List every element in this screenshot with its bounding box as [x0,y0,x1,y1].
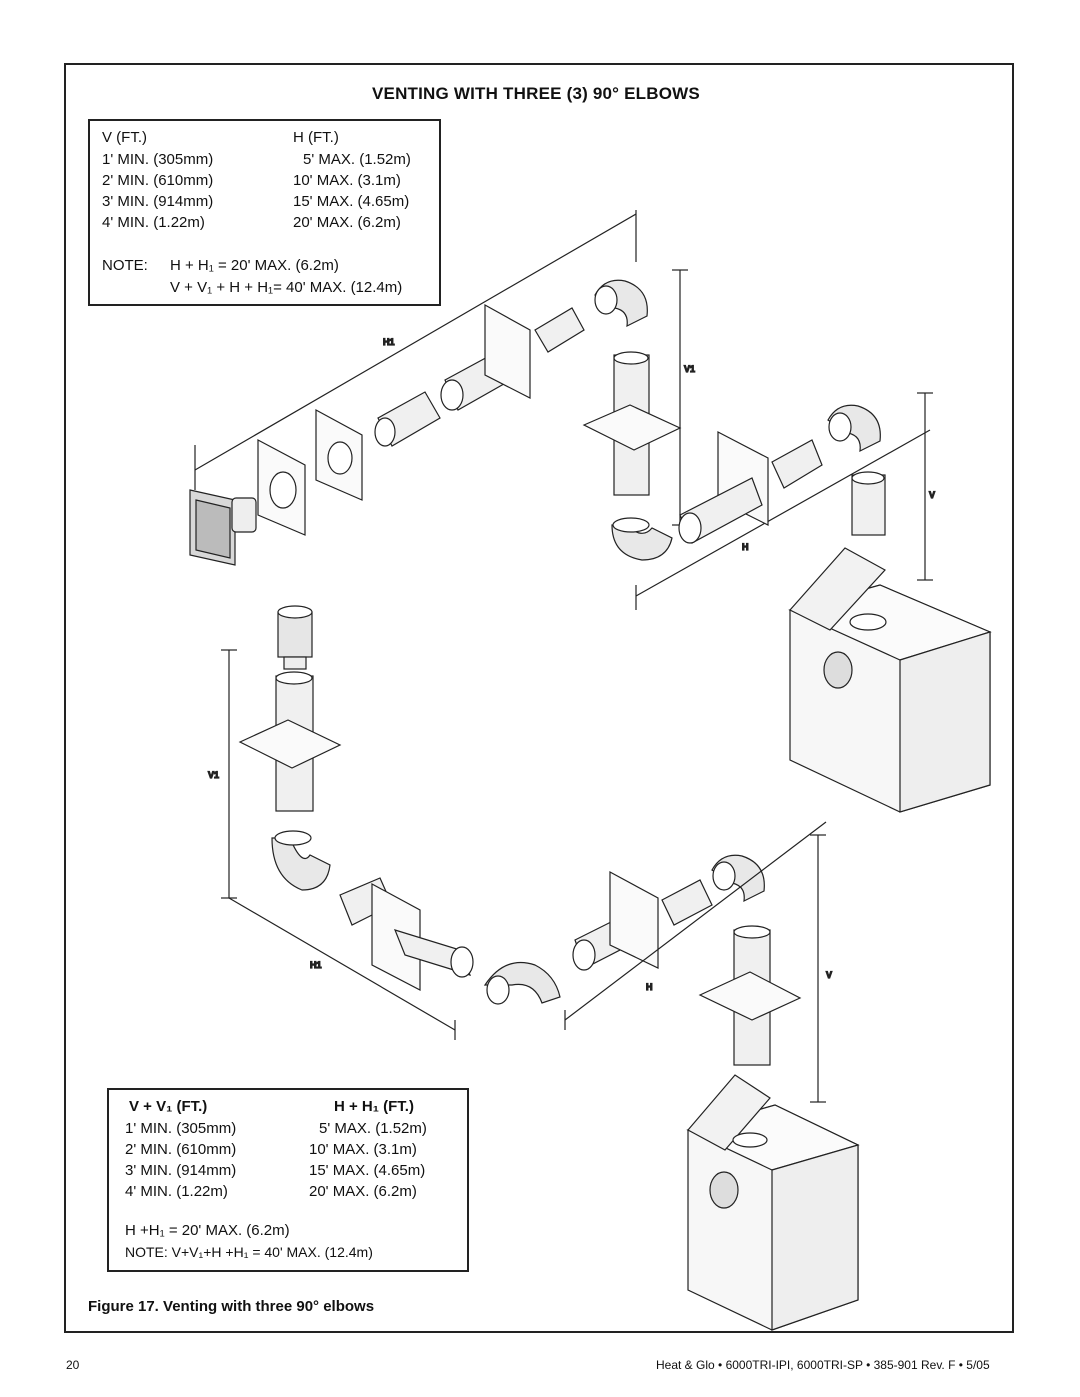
top-elbow-1 [594,279,648,328]
bottom-elbow-1 [271,830,331,891]
top-right-vertical-pipe [851,471,886,536]
wall-plate-6 [609,870,659,969]
top-note-1: H + H₁ = 20' MAX. (6.2m) [170,257,339,274]
top-col2-header: H (FT.) [293,129,339,146]
bottom-row-4-v: 4' MIN. (1.22m) [125,1183,228,1200]
figure-caption: Figure 17. Venting with three 90° elbows [88,1298,375,1315]
top-h1-dimension [194,210,637,490]
bottom-v-label: V [826,970,832,980]
bottom-row-4-h: 20' MAX. (6.2m) [309,1183,417,1200]
top-pipe-4 [678,477,763,544]
top-vertical-pipe [582,351,682,496]
page-title: VENTING WITH THREE (3) 90° ELBOWS [372,84,700,103]
top-pipe-1 [374,391,441,447]
bottom-pipe-2 [393,929,474,978]
bottom-v1-label: V1 [208,770,219,780]
bottom-elbow-2 [483,961,561,1005]
bottom-spec-table: V + V₁ (FT.) H + H₁ (FT.) 1' MIN. (305mm… [107,1088,469,1272]
bottom-row-3-v: 3' MIN. (914mm) [125,1162,237,1179]
bottom-h1-label: H1 [310,960,322,970]
bottom-row-1-v: 1' MIN. (305mm) [125,1120,237,1137]
top-v-label: V [929,490,935,500]
bottom-note-1: H +H₁ = 20' MAX. (6.2m) [125,1222,290,1239]
termination-cap [189,489,257,566]
bottom-row-2-h: 10' MAX. (3.1m) [309,1141,417,1158]
bottom-pipe-4 [661,879,713,926]
top-row-4-v: 4' MIN. (1.22m) [102,214,205,231]
top-elbow-2 [611,517,673,561]
bottom-vertical-pipe [238,671,342,812]
figure-frame [64,63,1014,1333]
top-v1-label: V1 [684,364,695,374]
bottom-row-1-h: 5' MAX. (1.52m) [319,1120,427,1137]
top-h-label: H [742,542,749,552]
top-pipe-3 [534,307,585,353]
page-number: 20 [66,1358,80,1372]
wall-plate-3 [484,303,531,399]
top-row-3-v: 3' MIN. (914mm) [102,193,214,210]
top-note-label: NOTE: [102,257,148,274]
bottom-elbow-3 [711,854,765,903]
top-col1-header: V (FT.) [102,129,147,146]
top-elbow-3 [827,404,881,453]
wall-plate-5 [371,882,421,991]
bottom-note-2: NOTE: V+V₁+H +H₁ = 40' MAX. (12.4m) [125,1244,373,1260]
bottom-row-2-v: 2' MIN. (610mm) [125,1141,237,1158]
top-row-1-h: 5' MAX. (1.52m) [303,151,411,168]
fireplace-unit-bottom [686,1074,860,1331]
bottom-col2-header: H + H₁ (FT.) [334,1098,414,1115]
bottom-termination-cap [277,605,313,670]
top-pipe-5 [771,439,823,489]
top-spec-table: V (FT.) H (FT.) 1' MIN. (305mm) 5' MAX. … [88,119,441,306]
bottom-row-3-h: 15' MAX. (4.65m) [309,1162,426,1179]
top-row-2-h: 10' MAX. (3.1m) [293,172,401,189]
top-row-2-v: 2' MIN. (610mm) [102,172,214,189]
fireplace-unit-top [788,547,992,813]
footer-text: Heat & Glo • 6000TRI-IPI, 6000TRI-SP • 3… [656,1358,990,1372]
top-note-2: V + V₁ + H + H₁= 40' MAX. (12.4m) [170,279,403,296]
bottom-right-vertical-pipe [698,925,802,1066]
top-row-3-h: 15' MAX. (4.65m) [293,193,410,210]
top-h1-label: H1 [383,337,395,347]
top-row-1-v: 1' MIN. (305mm) [102,151,214,168]
bottom-h-label: H [646,982,653,992]
top-row-4-h: 20' MAX. (6.2m) [293,214,401,231]
bottom-col1-header: V + V₁ (FT.) [129,1098,208,1115]
